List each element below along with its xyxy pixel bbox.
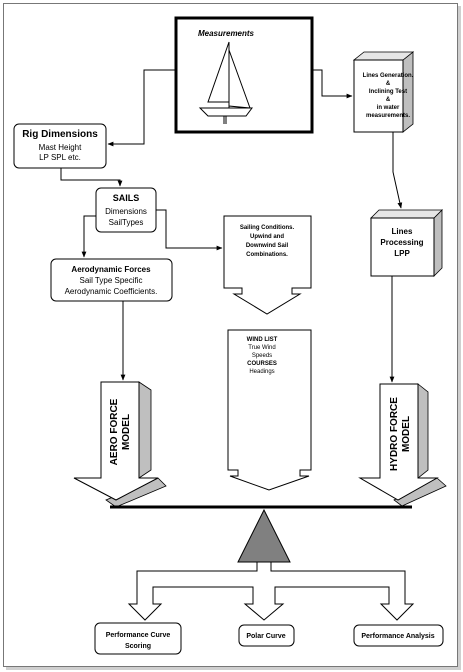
connector-measurements-to-rig — [107, 69, 176, 147]
aerodynamic-forces-line2: Aerodynamic Coefficients. — [65, 287, 158, 296]
sails-box: SAILS Dimensions SailTypes — [95, 187, 157, 233]
sailing-conditions-line1: Sailing Conditions. — [240, 225, 295, 231]
wind-list-line5: Headings — [249, 369, 274, 375]
lines-generation-line5: in water — [377, 105, 400, 111]
lines-processing-box: Lines Processing LPP — [370, 209, 443, 277]
aerodynamic-forces-box: Aerodynamic Forces Sail Type Specific Ae… — [50, 258, 173, 302]
wind-list-line2: True Wind — [248, 345, 275, 351]
sailing-conditions-line3: Downwind Sail — [246, 243, 289, 249]
rig-dimensions-line2: LP SPL etc. — [39, 153, 81, 162]
performance-curve-line1: Performance Curve — [106, 632, 171, 639]
lines-processing-line3: LPP — [394, 249, 410, 258]
polar-curve-label: Polar Curve — [246, 633, 285, 640]
sailing-conditions-line4: Combinations. — [246, 252, 288, 258]
sails-title: SAILS — [113, 193, 140, 203]
connectors — [60, 69, 403, 383]
rig-dimensions-box: Rig Dimensions Mast Height LP SPL etc. — [13, 123, 107, 169]
lines-processing-line2: Processing — [380, 238, 423, 247]
sailing-conditions-line2: Upwind and — [250, 234, 284, 240]
performance-curve-box: Performance Curve Scoring — [94, 622, 182, 655]
wind-list-line3: Speeds — [252, 353, 272, 359]
connector-measurements-to-lines-generation — [312, 69, 353, 99]
lines-generation-line4: & — [386, 97, 391, 103]
sailboat-icon — [198, 41, 253, 124]
performance-analysis-box: Performance Analysis — [353, 624, 444, 647]
connector-sails-to-sailing-conditions — [156, 209, 223, 251]
sails-line2: SailTypes — [109, 218, 144, 227]
connector-sails-to-aero-forces — [81, 215, 96, 258]
sails-line1: Dimensions — [105, 207, 147, 216]
hydro-force-model-arrow: HYDRO FORCE MODEL — [358, 383, 447, 507]
aero-force-model-arrow: AERO FORCE MODEL — [73, 381, 167, 508]
performance-analysis-label: Performance Analysis — [361, 633, 434, 640]
rig-dimensions-line1: Mast Height — [39, 143, 82, 152]
aero-force-model-line2: MODEL — [121, 414, 132, 450]
lines-generation-line2: & — [386, 81, 391, 87]
sailing-conditions-callout: Sailing Conditions. Upwind and Downwind … — [223, 215, 312, 315]
performance-curve-line2: Scoring — [125, 643, 151, 650]
aerodynamic-forces-line1: Sail Type Specific — [80, 276, 143, 285]
aero-force-model-line1: AERO FORCE — [109, 398, 120, 465]
output-branch — [127, 561, 415, 621]
balance-scale — [110, 505, 412, 563]
connector-lines-generation-to-lines-processing — [392, 132, 403, 209]
lines-generation-line1: Lines Generation. — [363, 73, 414, 79]
connector-rig-to-sails — [60, 168, 123, 187]
measurements-box: Measurements — [174, 16, 314, 134]
aerodynamic-forces-title: Aerodynamic Forces — [71, 265, 151, 274]
hydro-force-model-line1: HYDRO FORCE — [389, 397, 400, 471]
wind-list-line1: WIND LIST — [247, 337, 278, 343]
rig-dimensions-title: Rig Dimensions — [22, 129, 98, 140]
lines-processing-line1: Lines — [392, 227, 413, 236]
lines-generation-line3: Inclining Test — [369, 89, 407, 95]
lines-generation-line6: measurements. — [366, 113, 410, 119]
measurements-title: Measurements — [198, 29, 255, 38]
lines-generation-box: Lines Generation. & Inclining Test & in … — [352, 51, 415, 133]
polar-curve-box: Polar Curve — [238, 624, 295, 647]
fulcrum-triangle — [237, 508, 291, 563]
wind-list-callout: WIND LIST True Wind Speeds COURSES Headi… — [227, 329, 312, 491]
wind-list-line4: COURSES — [247, 361, 277, 367]
hydro-force-model-line2: MODEL — [401, 416, 412, 452]
